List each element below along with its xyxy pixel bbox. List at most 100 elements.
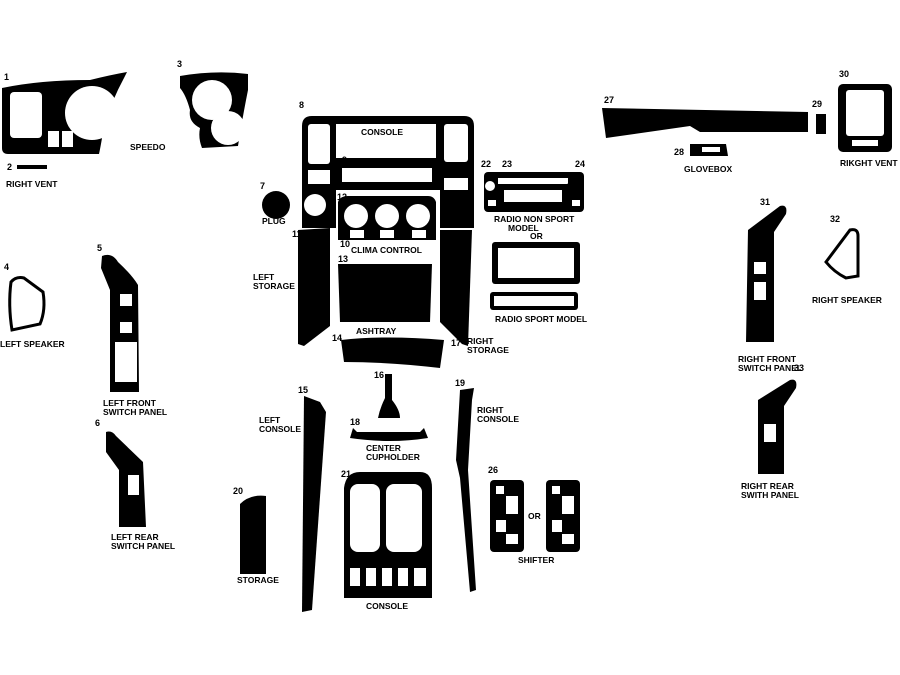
num-21: 21 (341, 469, 351, 479)
num-1: 1 (4, 72, 9, 82)
num-28: 28 (674, 147, 684, 157)
label-center-cupholder-1: CENTER (366, 443, 401, 453)
num-24: 24 (575, 159, 585, 169)
label-right-storage-2: STORAGE (467, 345, 509, 355)
label-right-rear-2: SWITH PANEL (741, 490, 799, 500)
label-right-speaker: RIGHT SPEAKER (812, 295, 882, 305)
label-left-front-1: LEFT FRONT (103, 398, 157, 408)
part-10-shape (338, 196, 436, 240)
part-29-shape (816, 114, 826, 134)
num-5: 5 (97, 243, 102, 253)
num-22: 22 (481, 159, 491, 169)
part-15-shape (302, 396, 326, 612)
label-left-console-2: CONSOLE (259, 424, 301, 434)
part-28-shape (690, 144, 728, 156)
num-13: 13 (338, 254, 348, 264)
label-radio-sport: RADIO SPORT MODEL (495, 314, 587, 324)
part-13-shape (338, 264, 432, 322)
label-center-cupholder-2: CUPHOLDER (366, 452, 420, 462)
num-31: 31 (760, 197, 770, 207)
part-2-shape (17, 165, 47, 169)
num-7: 7 (260, 181, 265, 191)
label-glovebox: GLOVEBOX (684, 164, 733, 174)
num-29: 29 (812, 99, 822, 109)
label-right-vent: RIGHT VENT (6, 179, 58, 189)
part-18-shape (350, 428, 428, 441)
label-right-rear-1: RIGHT REAR (741, 481, 794, 491)
part-7-shape (262, 191, 290, 219)
part-27-shape (602, 108, 808, 138)
part-21-shape (344, 472, 432, 598)
part-3-shape (180, 72, 248, 148)
num-27: 27 (604, 95, 614, 105)
label-left-storage-1: LEFT (253, 272, 275, 282)
label-left-storage-2: STORAGE (253, 281, 295, 291)
part-33-shape (758, 379, 797, 474)
label-left-speaker: LEFT SPEAKER (0, 339, 65, 349)
num-26: 26 (488, 465, 498, 475)
num-10: 10 (340, 239, 350, 249)
label-plug: PLUG (262, 216, 286, 226)
num-6: 6 (95, 418, 100, 428)
num-9: 9 (342, 155, 347, 165)
part-5-shape (101, 254, 139, 392)
num-15: 15 (298, 385, 308, 395)
label-console-bottom: CONSOLE (366, 601, 408, 611)
label-clima-control: CLIMA CONTROL (351, 245, 422, 255)
part-1-shape (2, 72, 127, 154)
num-11: 11 (292, 229, 302, 239)
num-18: 18 (350, 417, 360, 427)
label-right-console-1: RIGHT (477, 405, 504, 415)
num-32: 32 (830, 214, 840, 224)
num-19: 19 (455, 378, 465, 388)
num-3: 3 (177, 59, 182, 69)
label-rikght-vent: RIKGHT VENT (840, 158, 898, 168)
label-storage: STORAGE (237, 575, 279, 585)
part-26-shifter-a (490, 480, 524, 552)
num-16: 16 (374, 370, 384, 380)
part-19-shape (456, 388, 476, 592)
label-right-front-1: RIGHT FRONT (738, 354, 797, 364)
part-4-shape (8, 276, 46, 332)
part-26-shifter-b (546, 480, 580, 552)
label-shifter: SHIFTER (518, 555, 554, 565)
num-17: 17 (451, 338, 461, 348)
num-12: 12 (337, 192, 347, 202)
num-30: 30 (839, 69, 849, 79)
label-radio-non-sport-2: MODEL (508, 223, 539, 233)
part-17-shape (440, 230, 472, 346)
label-radio-non-sport-1: RADIO NON SPORT (494, 214, 575, 224)
label-right-console-2: CONSOLE (477, 414, 519, 424)
label-left-rear-2: SWITCH PANEL (111, 541, 175, 551)
num-20: 20 (233, 486, 243, 496)
label-right-storage-1: RIGHT (467, 336, 494, 346)
num-8: 8 (299, 100, 304, 110)
part-14-shape (341, 337, 444, 368)
num-23: 23 (502, 159, 512, 169)
num-2: 2 (7, 162, 12, 172)
label-left-front-2: SWITCH PANEL (103, 407, 167, 417)
label-speedo: SPEEDO (130, 142, 166, 152)
label-or-shifter: OR (528, 511, 541, 521)
num-14: 14 (332, 333, 342, 343)
num-25: 25 (566, 182, 576, 192)
label-right-front-2: SWITCH PANEL (738, 363, 802, 373)
radio-sport-shape (490, 242, 580, 310)
label-or-radio: OR (530, 231, 543, 241)
label-console-top: CONSOLE (361, 127, 403, 137)
part-6-shape (106, 431, 146, 527)
num-33: 33 (794, 363, 804, 373)
part-16-shape (378, 374, 400, 418)
part-31-shape (746, 205, 787, 342)
part-32-shape (824, 228, 860, 280)
part-11-shape (298, 228, 330, 346)
label-left-rear-1: LEFT REAR (111, 532, 159, 542)
label-left-console-1: LEFT (259, 415, 281, 425)
label-ashtray: ASHTRAY (356, 326, 397, 336)
part-30-shape (838, 84, 892, 152)
part-20-shape (240, 495, 266, 574)
num-4: 4 (4, 262, 9, 272)
part-22-25-radio-non-sport (484, 172, 584, 212)
